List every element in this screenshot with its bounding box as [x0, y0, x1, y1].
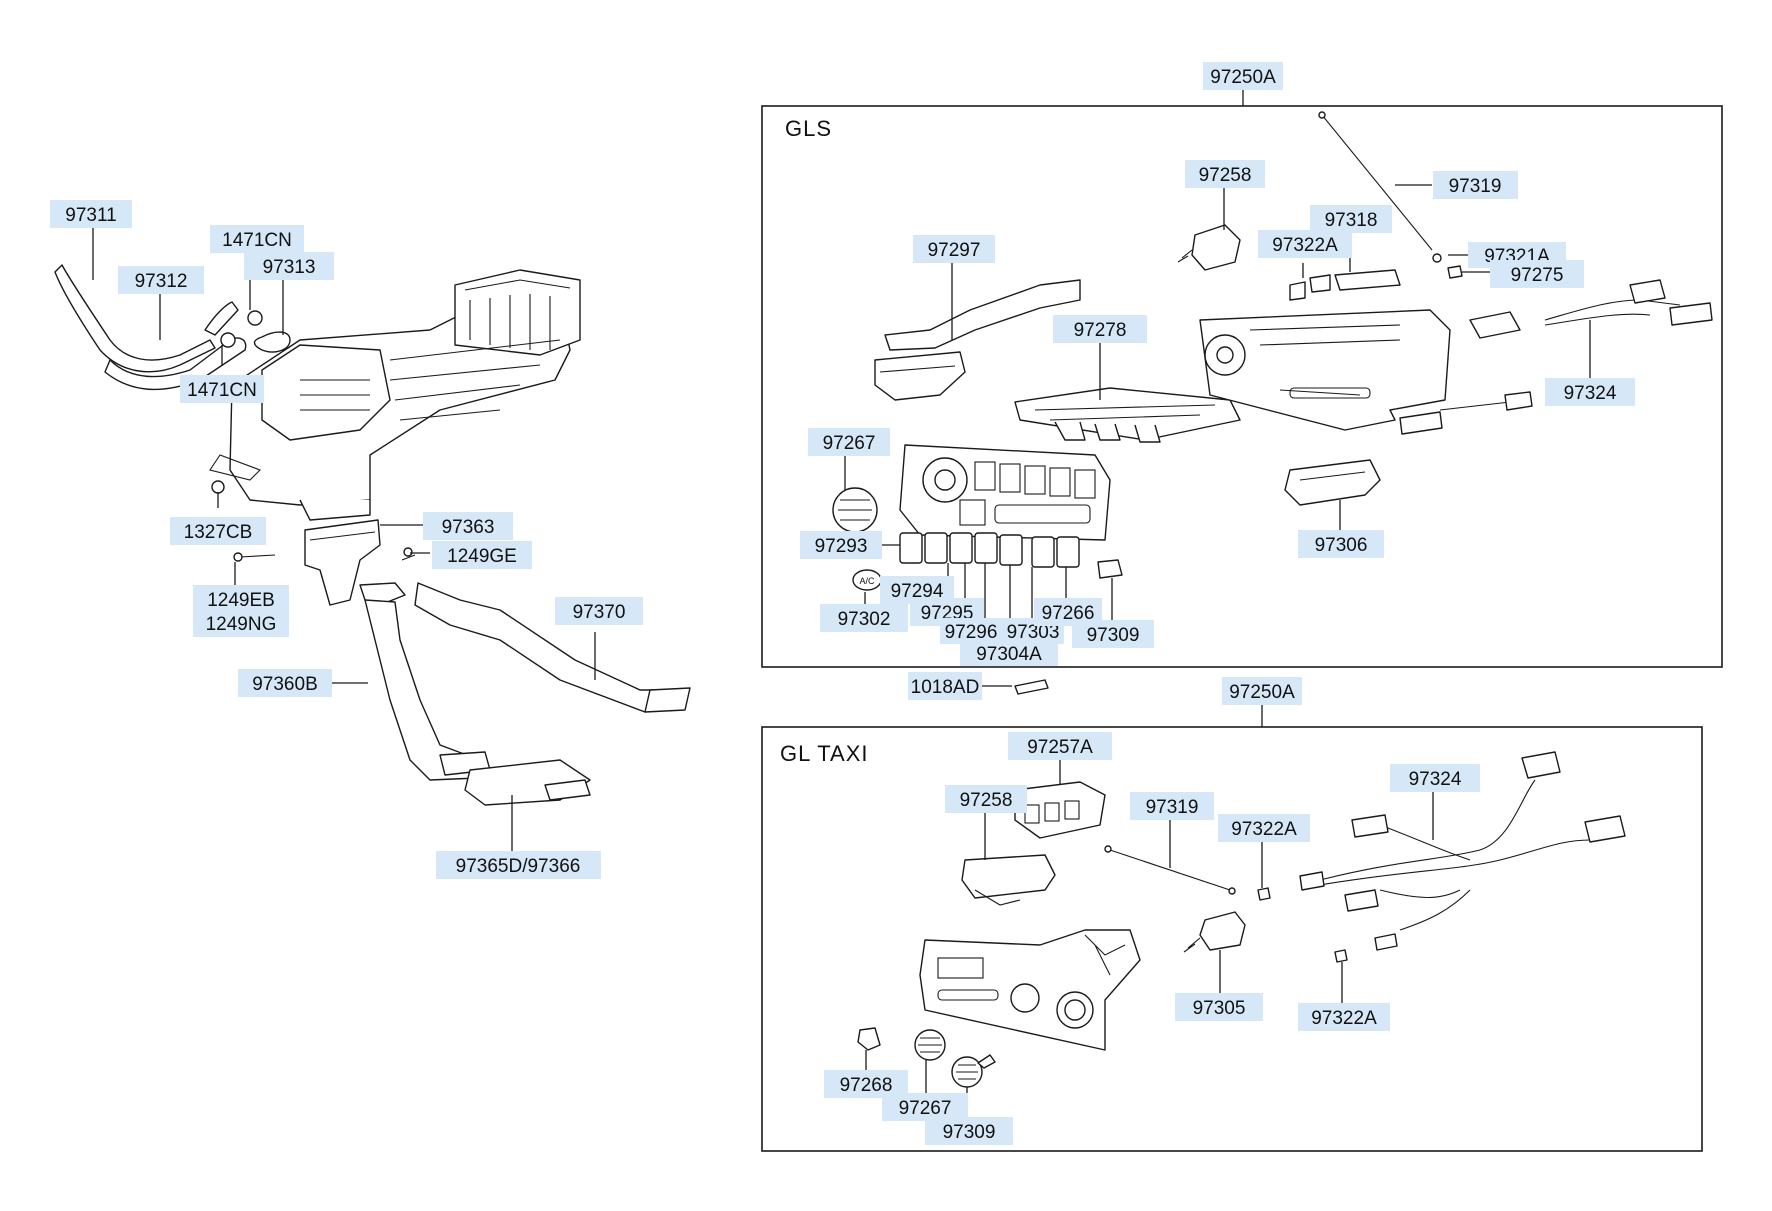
label-gls-97294: 97294	[891, 581, 944, 602]
screw-1249EB	[233, 552, 243, 562]
button-97296	[974, 532, 998, 564]
screw-1327CB	[211, 480, 225, 494]
label-gls-97258: 97258	[1199, 165, 1252, 186]
label-taxi-97267: 97267	[899, 1098, 952, 1119]
ac-button-legend: A/C	[859, 576, 875, 586]
label-97370: 97370	[573, 602, 626, 623]
label-1249EB: 1249EB	[207, 590, 275, 611]
label-gls-97318: 97318	[1325, 210, 1378, 231]
label-97363: 97363	[442, 517, 495, 538]
gl-taxi-section-frame	[761, 726, 1703, 1152]
label-gls-97278: 97278	[1074, 320, 1127, 341]
cable-97319	[1109, 849, 1231, 891]
bulb-97322A-lower	[1334, 949, 1348, 963]
label-taxi-97258: 97258	[960, 790, 1013, 811]
grommet-97313	[253, 331, 291, 353]
label-taxi-97309: 97309	[943, 1122, 996, 1143]
label-gls-97319: 97319	[1449, 176, 1502, 197]
gl-taxi-parts	[857, 751, 1626, 1088]
leader-lines	[92, 184, 1591, 1117]
label-1249GE: 1249GE	[447, 546, 517, 567]
gl-taxi-section-title: GL TAXI	[780, 741, 869, 766]
rear-duct-97370	[414, 582, 686, 713]
bulb-97322A	[1257, 887, 1271, 901]
screw-1018AD	[1014, 679, 1049, 695]
heater-hose-97311	[54, 264, 216, 373]
label-1249NG: 1249NG	[206, 614, 277, 635]
label-gls-97322A: 97322A	[1272, 235, 1338, 256]
label-gls-97267: 97267	[823, 433, 876, 454]
heater-core-housing	[261, 344, 391, 441]
duct-97363	[304, 519, 381, 606]
label-taxi-97257A: 97257A	[1027, 737, 1093, 758]
button-97309	[1097, 559, 1123, 579]
switch-97257A	[1014, 781, 1106, 839]
label-taxi-97305: 97305	[1193, 998, 1246, 1019]
label-taxi-97268: 97268	[840, 1075, 893, 1096]
label-taxi-97324: 97324	[1409, 769, 1462, 790]
label-gls-97304A: 97304A	[976, 644, 1042, 665]
label-97311: 97311	[65, 205, 116, 226]
label-gls-assembly: 97250A	[1210, 67, 1276, 88]
gls-parts: A/C	[832, 111, 1713, 695]
label-gls-97306: 97306	[1315, 535, 1368, 556]
knob-97268	[857, 1027, 881, 1051]
screw-1249GE	[403, 547, 413, 557]
control-cable-97319	[1321, 114, 1433, 251]
button-97304A	[999, 534, 1023, 566]
gls-section-frame	[761, 105, 1723, 668]
label-gls-97266: 97266	[1042, 603, 1095, 624]
hose-clamp	[247, 310, 263, 326]
label-1018AD: 1018AD	[911, 677, 980, 698]
label-gls-97275: 97275	[1511, 265, 1564, 286]
connector-97318	[1334, 269, 1401, 291]
label-97312: 97312	[135, 271, 188, 292]
button-97295	[949, 532, 973, 564]
blower-switch-97306	[1284, 459, 1381, 506]
label-gls-97324: 97324	[1564, 383, 1617, 404]
harness-97297	[884, 279, 1081, 351]
label-taxi-97322A-upper: 97322A	[1231, 819, 1297, 840]
harness-97324	[1544, 299, 1681, 321]
label-taxi-97322A-lower: 97322A	[1311, 1008, 1377, 1029]
label-1471CN-bottom: 1471CN	[187, 380, 257, 401]
label-1471CN-top: 1471CN	[222, 230, 292, 251]
pcb-97278	[1014, 387, 1241, 441]
label-taxi-assembly: 97250A	[1229, 682, 1295, 703]
gls-section-title: GLS	[785, 116, 832, 141]
rear-duct-assembly	[233, 519, 691, 806]
button-97266	[1056, 536, 1080, 568]
hose-clamp	[220, 332, 236, 348]
harness-97324-taxi	[1319, 779, 1536, 881]
label-gls-97293: 97293	[815, 536, 868, 557]
blower-housing	[454, 269, 581, 356]
blower-resistor-97258	[1191, 224, 1241, 271]
label-gls-97303: 97303	[1007, 622, 1060, 643]
part-labels: 97250A 97250A 97311 97312 1471CN 97313 1…	[50, 62, 1635, 1145]
switch-97258	[961, 854, 1056, 899]
label-gls-97309: 97309	[1087, 625, 1140, 646]
label-taxi-97319: 97319	[1146, 797, 1199, 818]
label-gls-97296: 97296	[945, 622, 998, 643]
button-97303	[1031, 536, 1055, 568]
button-97294	[924, 532, 948, 564]
heater-hose-97312	[104, 337, 247, 391]
label-gls-97297: 97297	[928, 240, 981, 261]
heater-unit-assembly	[54, 264, 581, 521]
label-gls-97302: 97302	[838, 609, 891, 630]
label-97360B: 97360B	[252, 674, 318, 695]
button-97293	[899, 532, 923, 564]
resistor-97305	[1199, 911, 1246, 951]
label-97365D-97366: 97365D/97366	[456, 856, 581, 877]
label-1327CB: 1327CB	[184, 522, 253, 543]
label-97313: 97313	[263, 257, 316, 278]
